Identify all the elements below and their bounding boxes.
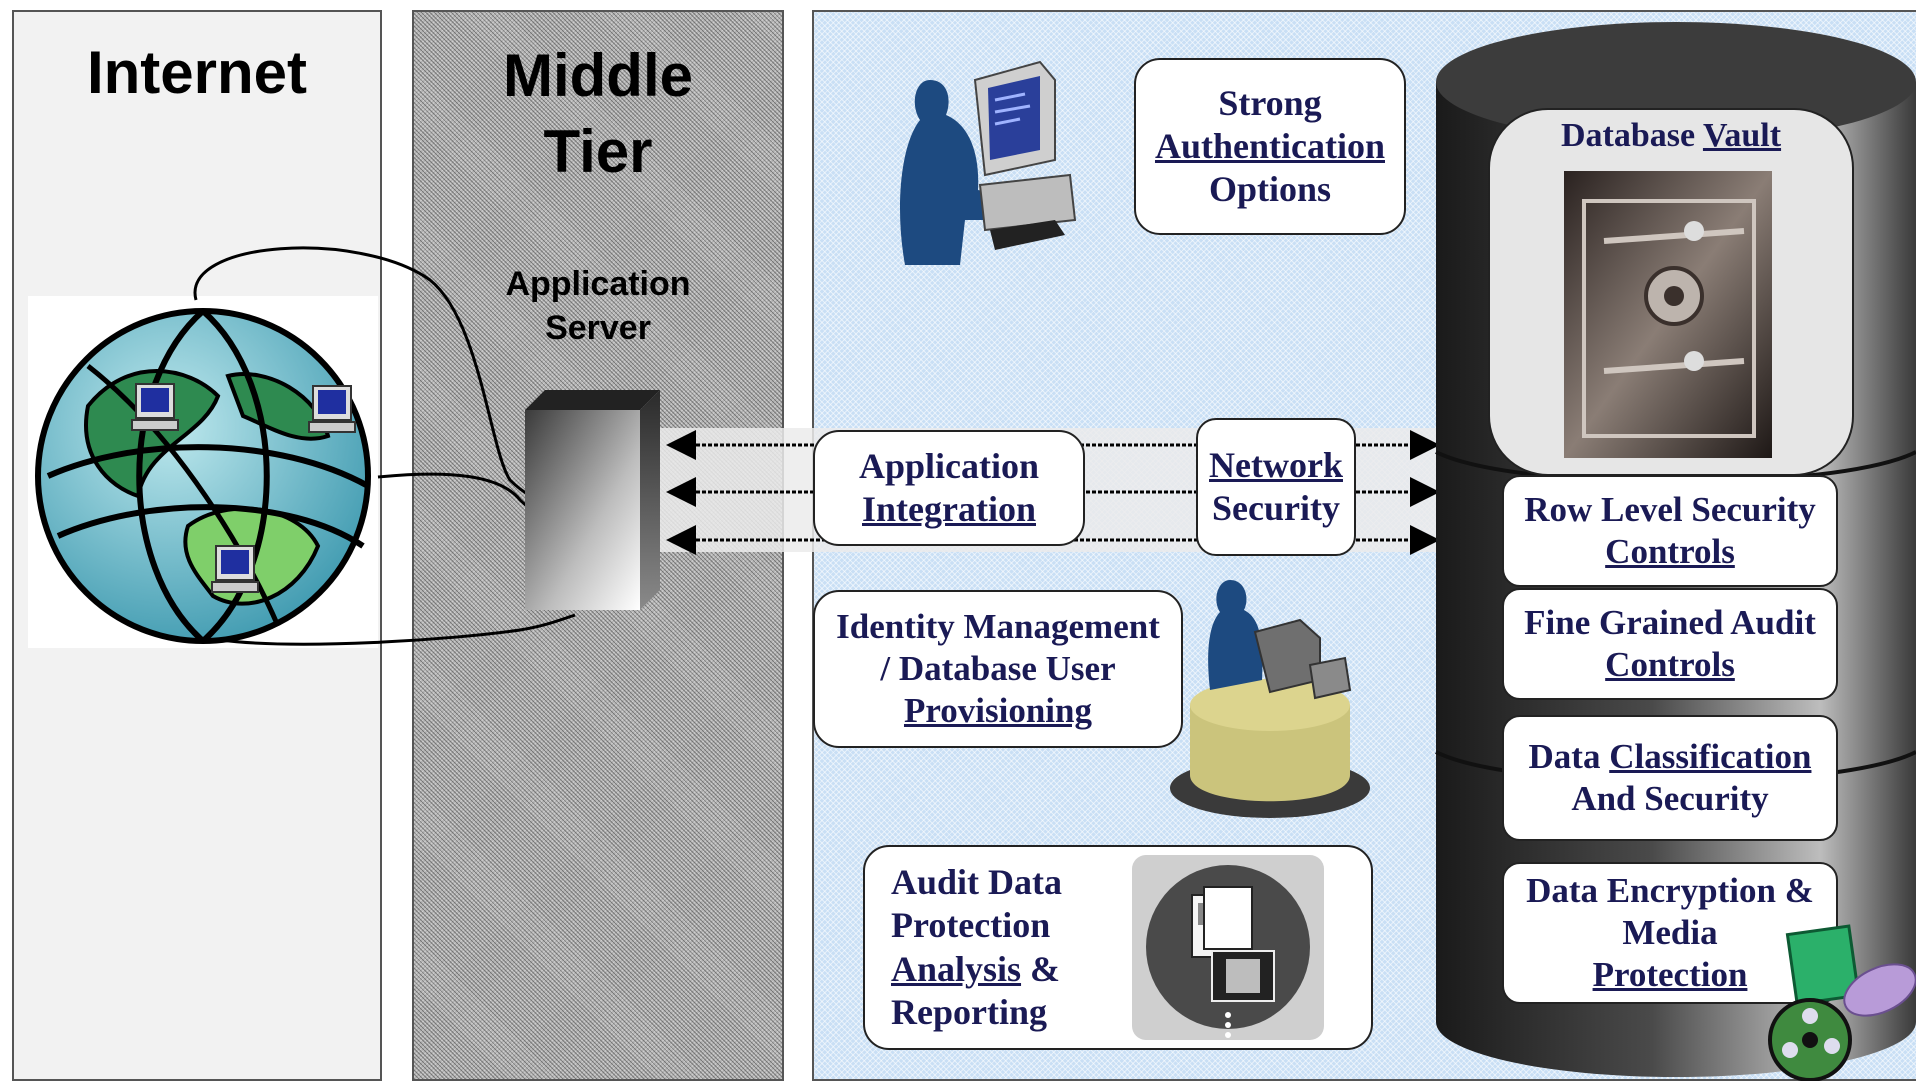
identity-line3: Provisioning [903, 691, 1092, 730]
audit-line1: Audit Data [891, 862, 1063, 903]
audit-media-icon [1132, 855, 1324, 1040]
middle-tier-title-line2: Tier [543, 118, 653, 185]
classification-line1: Data Classification [1529, 736, 1812, 778]
strong-auth-line3: Options [1208, 169, 1332, 210]
data-encryption-box: Data Encryption & Media Protection [1502, 862, 1838, 1004]
audit-line3: Analysis & [891, 948, 1060, 991]
strong-auth-line1: Strong [1218, 82, 1322, 123]
application-server-label-line1: Application [505, 265, 691, 303]
network-security-line2: Security [1212, 488, 1340, 528]
encryption-media-icon [1768, 924, 1916, 1081]
audit-line4: Reporting [891, 991, 1047, 1032]
network-security-box: Network Security [1196, 418, 1356, 556]
globe-computer-2 [308, 385, 356, 433]
audit-line3-amp: & [1021, 948, 1061, 989]
fine-grained-line2: Controls [1605, 645, 1735, 684]
identity-line1: Identity Management [836, 607, 1160, 646]
classification-line2: And Security [1571, 779, 1769, 818]
classification-line1-b: Classification [1609, 737, 1812, 776]
globe-icon [35, 308, 371, 644]
vault-label-b: Vault [1702, 117, 1782, 154]
user-computer-icon [900, 60, 1077, 265]
identity-line2: / Database User [880, 649, 1116, 688]
application-server-label: Application Server [412, 262, 784, 350]
user-desk-icon [1170, 580, 1370, 818]
middle-tier-title-line1: Middle [503, 42, 693, 109]
server-icon [525, 390, 660, 610]
fine-grained-line1: Fine Grained Audit [1524, 603, 1816, 642]
fine-grained-audit-box: Fine Grained Audit Controls [1502, 588, 1838, 700]
middle-tier-title: Middle Tier [412, 38, 784, 190]
row-level-line1: Row Level Security [1524, 490, 1816, 529]
audit-line2: Protection [891, 905, 1051, 946]
app-integration-line1: Application [858, 445, 1040, 486]
network-security-line1: Network [1209, 444, 1343, 485]
app-integration-line2: Integration [862, 489, 1036, 529]
strong-auth-line2: Authentication [1154, 125, 1385, 166]
audit-line3-analysis: Analysis [891, 948, 1022, 989]
data-classification-box: Data Classification And Security [1502, 715, 1838, 841]
encryption-line3: Protection [1592, 955, 1748, 994]
vault-label-a: Database [1560, 117, 1703, 154]
internet-title: Internet [86, 39, 308, 106]
encryption-line2: Media [1622, 913, 1718, 952]
application-integration-box: Application Integration [813, 430, 1085, 546]
identity-management-box: Identity Management / Database User Prov… [813, 590, 1183, 748]
vault-door-icon [1564, 171, 1772, 458]
application-server-label-line2: Server [545, 309, 651, 347]
encryption-line1: Data Encryption & [1526, 871, 1814, 910]
classification-line1-a: Data [1528, 737, 1610, 776]
row-level-line2: Controls [1605, 532, 1735, 571]
database-vault-label: Database Vault [1488, 117, 1854, 155]
globe-computer-1 [131, 383, 179, 431]
globe-computer-3 [211, 545, 259, 593]
strong-authentication-box: Strong Authentication Options [1134, 58, 1406, 235]
row-level-security-box: Row Level Security Controls [1502, 475, 1838, 587]
